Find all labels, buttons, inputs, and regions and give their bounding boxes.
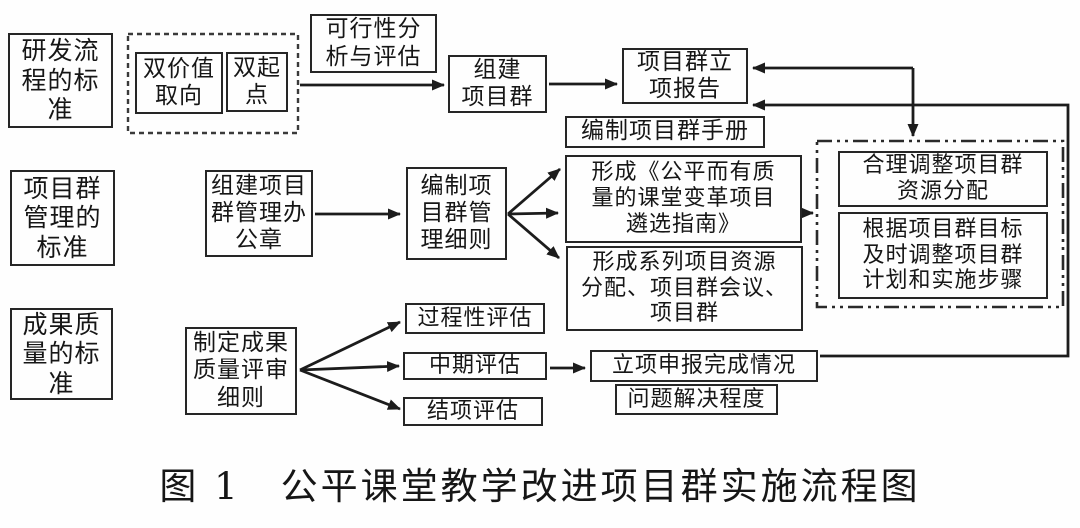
node-adjust-resources-label: 合理调整项目群 资源分配 [862,153,1024,204]
node-adjust-plan: 根据项目群目标 及时调整项目群 计划和实施步骤 [838,212,1048,299]
node-problem-resolution-label: 问题解决程度 [627,386,766,412]
node-series-resources-label: 形成系列项目资源 分配、项目群会议、 项目群 [580,249,788,327]
node-feasibility-analysis: 可行性分 析与评估 [310,14,437,73]
node-rd-process-standard: 研发流 程的标 准 [8,33,113,128]
node-form-project-group-label: 组建 项目群 [461,56,534,110]
arrow-completion-to-report-loop [752,99,1070,358]
node-result-quality-standard-label: 成果质 量的标 准 [22,309,101,398]
node-process-evaluation-label: 过程性评估 [417,305,533,331]
node-series-resources: 形成系列项目资源 分配、项目群会议、 项目群 [566,246,803,331]
arrow-rules-to-guide-top [507,167,561,216]
dashed-group-border [126,32,300,135]
node-mid-term-evaluation: 中期评估 [403,352,547,380]
node-dual-starting-point-label: 双起 点 [233,54,281,108]
node-group-management-standard: 项目群 管理的 标准 [10,170,115,266]
node-management-office-label: 组建项目 群管理办 公章 [211,172,307,254]
node-final-evaluation-label: 结项评估 [426,398,519,424]
node-selection-guide: 形成《公平而有质 量的课堂变革项目 遴选指南》 [565,155,802,243]
node-result-quality-standard: 成果质 量的标 准 [10,308,113,400]
node-adjust-plan-label: 根据项目群目标 及时调整项目群 计划和实施步骤 [862,216,1024,294]
node-final-evaluation: 结项评估 [403,397,543,426]
arrow-qualityrules-to-process [299,320,401,372]
node-dual-value-orientation-label: 双价值 取向 [143,55,215,109]
arrow-qualityrules-to-final [299,368,401,411]
node-feasibility-analysis-label: 可行性分 析与评估 [325,16,422,70]
node-compile-handbook: 编制项目群手册 [565,116,765,148]
node-rd-process-standard-label: 研发流 程的标 准 [21,36,100,125]
node-dual-value-orientation: 双价值 取向 [135,52,223,114]
arrow-rules-to-series [507,212,560,260]
node-dual-starting-point: 双起 点 [226,52,288,112]
node-project-approval-report-label: 项目群立 项报告 [637,48,733,102]
arrow-qualityrules-to-mid [299,360,400,372]
node-application-completion: 立项申报完成情况 [590,350,818,382]
node-adjust-resources: 合理调整项目群 资源分配 [838,151,1048,207]
node-form-project-group: 组建 项目群 [448,55,547,113]
node-group-management-standard-label: 项目群 管理的 标准 [23,173,102,262]
node-quality-review-rules-label: 制定成果 质量评审 细则 [193,330,289,411]
node-management-rules-label: 编制项 目群管 理细则 [420,172,493,254]
node-management-rules: 编制项 目群管 理细则 [406,167,507,260]
node-application-completion-label: 立项申报完成情况 [611,353,796,379]
node-management-office: 组建项目 群管理办 公章 [205,170,313,257]
node-process-evaluation: 过程性评估 [405,303,545,334]
node-selection-guide-label: 形成《公平而有质 量的课堂变革项目 遴选指南》 [591,160,776,237]
node-project-approval-report: 项目群立 项报告 [622,48,748,104]
node-quality-review-rules: 制定成果 质量评审 细则 [185,327,297,415]
dashdot-group-border [815,139,1065,309]
node-problem-resolution: 问题解决程度 [615,384,778,415]
node-mid-term-evaluation-label: 中期评估 [428,353,521,379]
arrow-rules-to-guide-mid [507,207,559,219]
node-compile-handbook-label: 编制项目群手册 [581,118,749,145]
figure-caption: 图 1 公平课堂教学改进项目群实施流程图 [159,465,921,508]
